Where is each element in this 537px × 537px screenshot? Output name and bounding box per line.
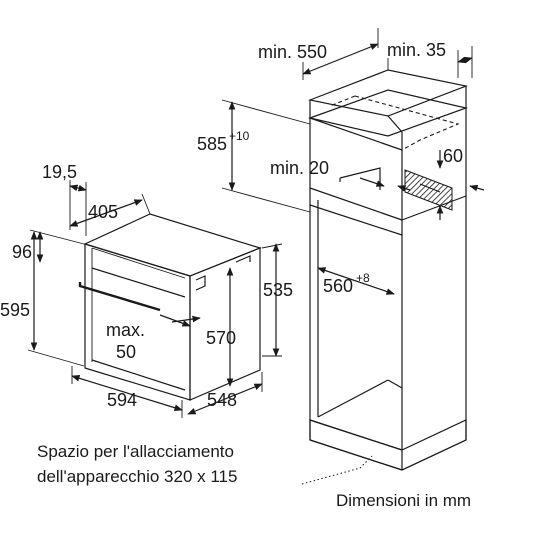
captions: Spazio per l'allacciamento dell'apparecc… bbox=[37, 442, 471, 510]
label-60: 60 bbox=[443, 146, 463, 166]
caption-connection-space-line2: dell'apparecchio 320 x 115 bbox=[37, 467, 237, 486]
label-570: 570 bbox=[206, 328, 236, 348]
label-535: 535 bbox=[263, 280, 293, 300]
tall-cabinet bbox=[307, 58, 469, 471]
label-548: 548 bbox=[207, 390, 237, 410]
label-585: 585 bbox=[197, 134, 227, 154]
dimension-labels: min. 550 min. 35 585 +10 min. 20 60 19,5… bbox=[0, 40, 463, 410]
label-50: 50 bbox=[116, 342, 136, 362]
oven-appliance bbox=[78, 213, 262, 401]
label-96: 96 bbox=[12, 242, 32, 262]
label-min-35: min. 35 bbox=[387, 40, 446, 60]
label-max: max. bbox=[106, 320, 145, 340]
label-560-tolerance: +8 bbox=[356, 271, 370, 285]
dimension-lines bbox=[27, 28, 485, 485]
label-560: 560 bbox=[323, 276, 353, 296]
label-595: 595 bbox=[0, 300, 30, 320]
caption-connection-space-line1: Spazio per l'allacciamento bbox=[37, 442, 234, 461]
label-min-550: min. 550 bbox=[258, 42, 327, 62]
label-585-tolerance: +10 bbox=[229, 129, 250, 143]
label-594: 594 bbox=[107, 390, 137, 410]
label-405: 405 bbox=[88, 202, 118, 222]
caption-units: Dimensioni in mm bbox=[336, 491, 471, 510]
label-min-20: min. 20 bbox=[270, 158, 329, 178]
label-19-5: 19,5 bbox=[42, 162, 77, 182]
